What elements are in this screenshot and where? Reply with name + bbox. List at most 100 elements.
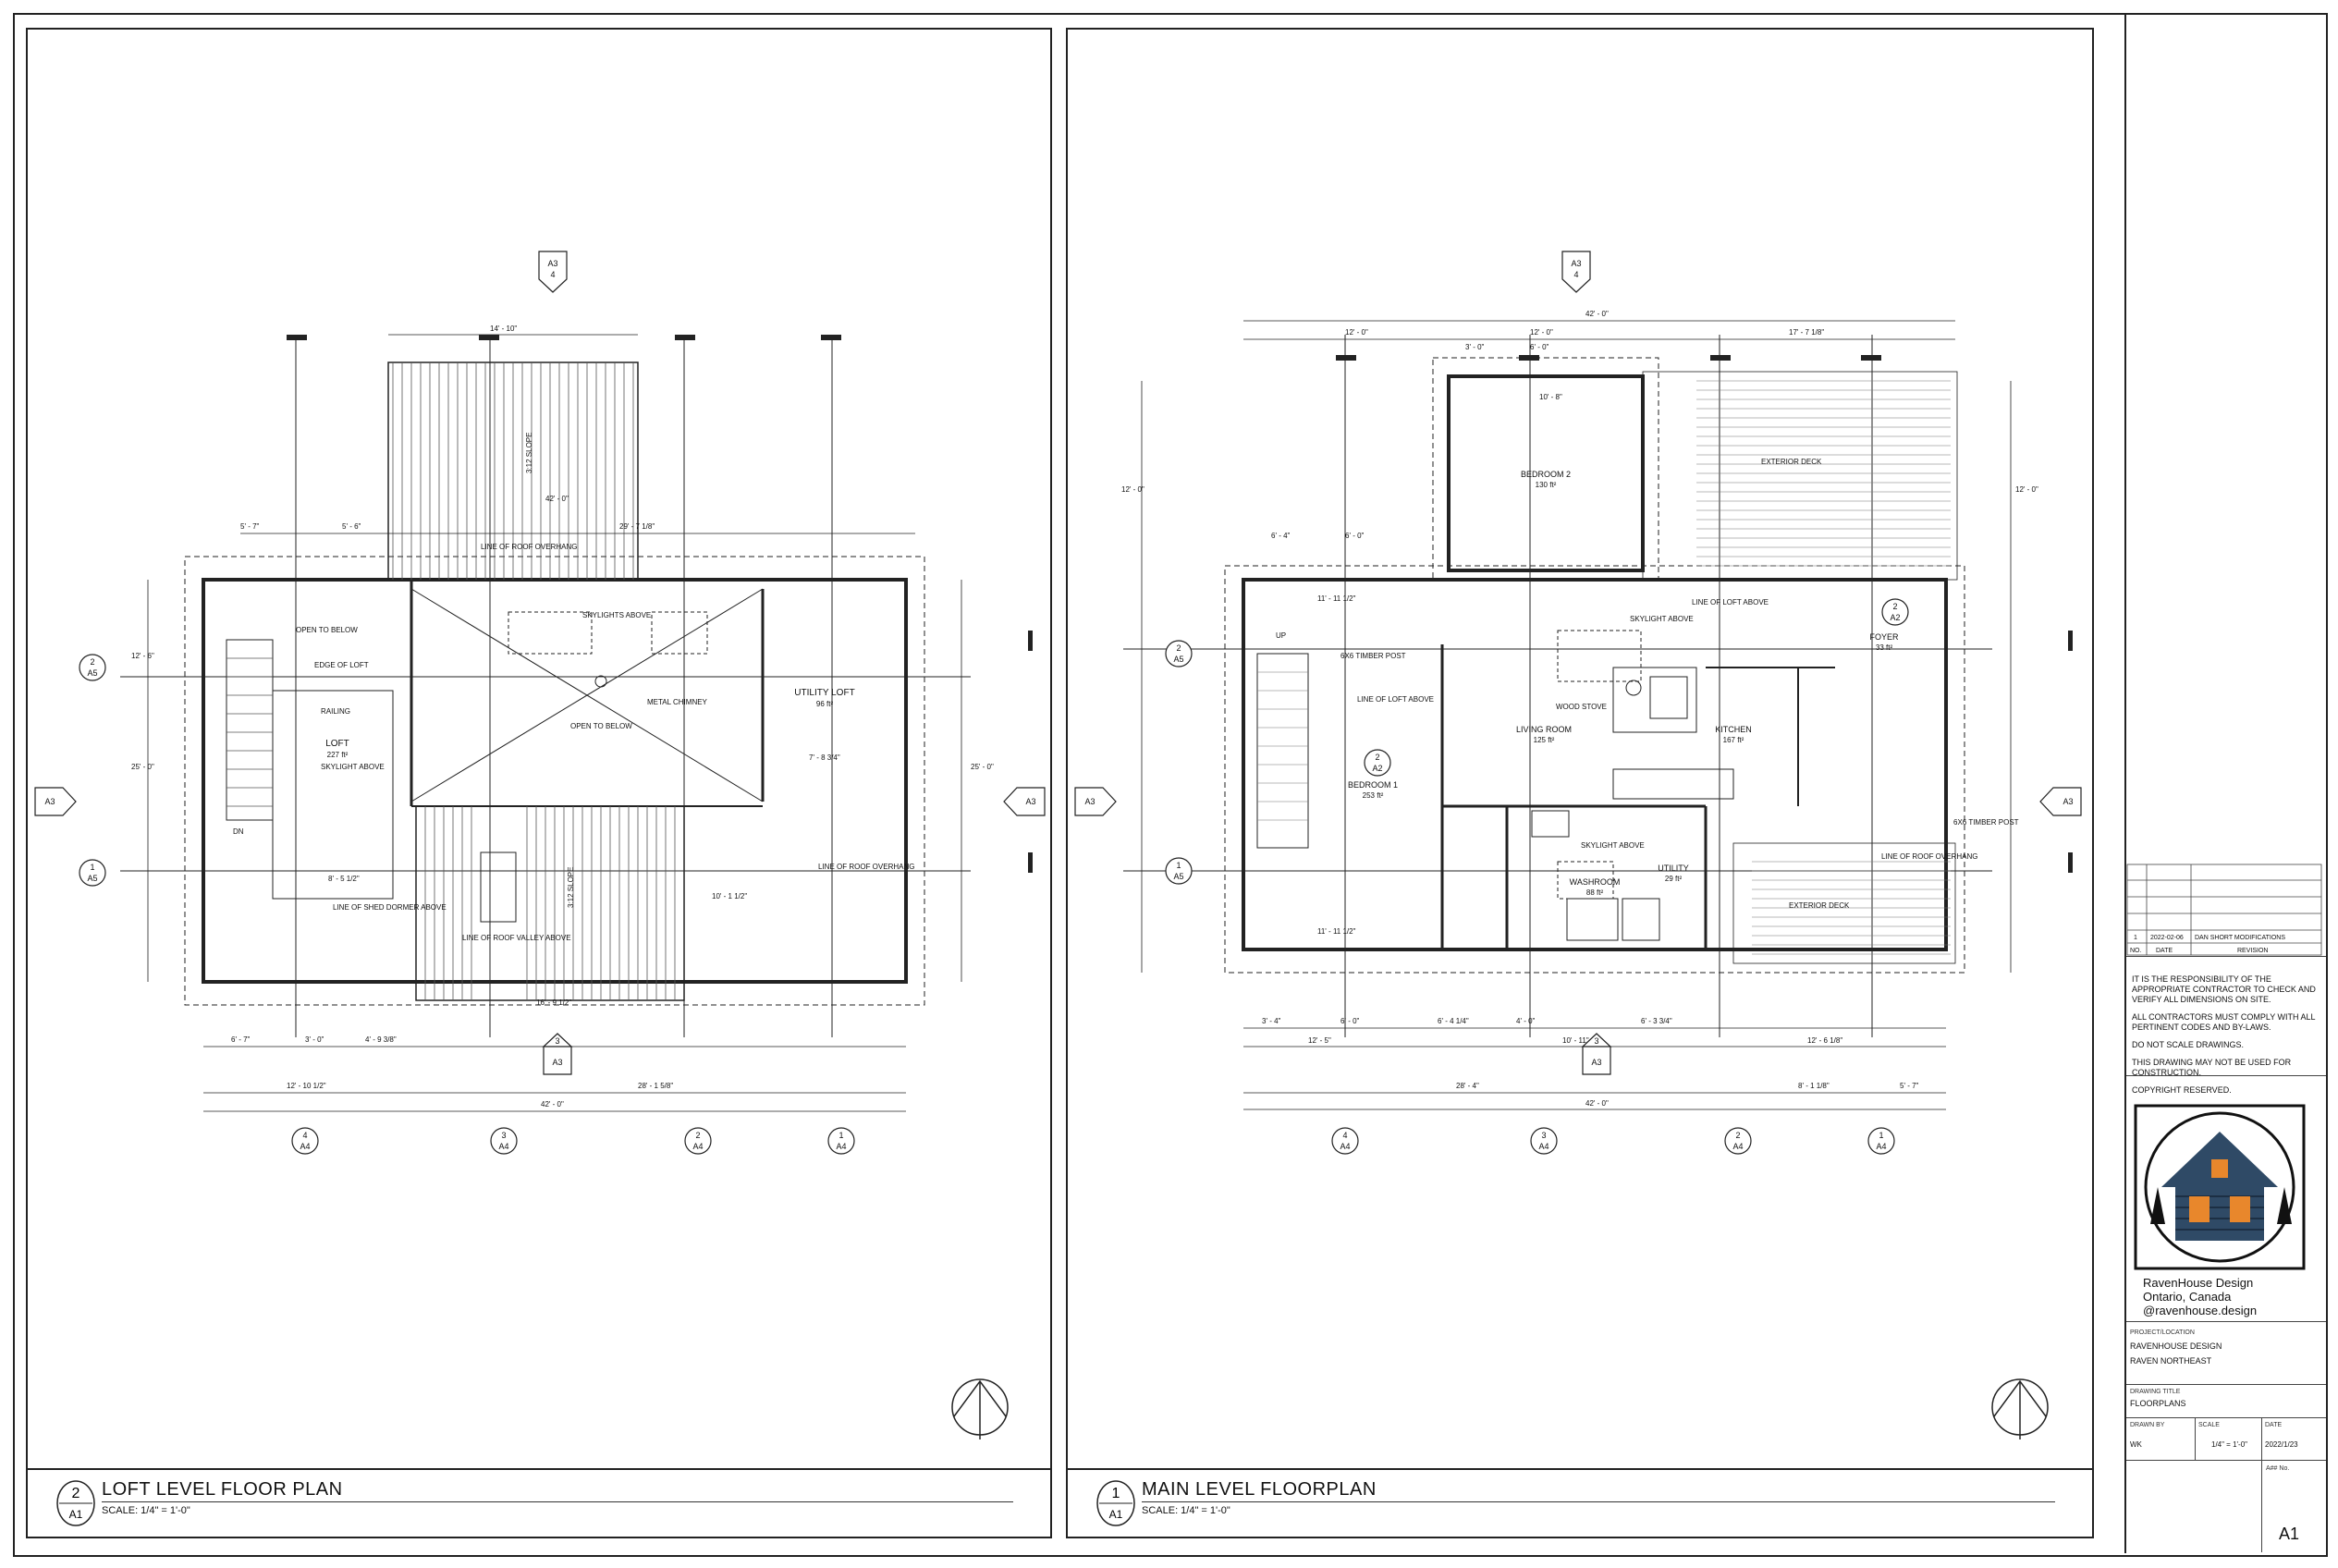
elevation-number: 3 xyxy=(501,1131,506,1140)
revision-header-date: DATE xyxy=(2156,948,2173,954)
room-area: 96 ft² xyxy=(816,700,834,708)
room-name: BEDROOM 2 xyxy=(1521,470,1571,479)
project-location: RAVEN NORTHEAST xyxy=(2130,1356,2212,1366)
plan-title: LOFT LEVEL FLOOR PLAN xyxy=(102,1479,343,1500)
dim: 42' - 0" xyxy=(545,495,569,503)
note: 6X6 TIMBER POST xyxy=(1340,652,1406,660)
dim: 25' - 0" xyxy=(971,763,994,771)
elevation-number: 4 xyxy=(302,1131,307,1140)
dim: 12' - 0" xyxy=(1530,328,1553,337)
elevation-number: 1 xyxy=(838,1131,843,1140)
section-label: A3 xyxy=(1084,797,1095,806)
section-label: A3 xyxy=(1591,1058,1601,1067)
callout-number: 2 xyxy=(1176,643,1181,653)
dim: 42' - 0" xyxy=(1585,1099,1609,1108)
dim: 5' - 7" xyxy=(240,522,260,531)
divider xyxy=(2261,1418,2262,1460)
elevation-sheet: A4 xyxy=(1538,1142,1548,1151)
elevation-sheet: A4 xyxy=(1876,1142,1886,1151)
room-name: UTILITY LOFT xyxy=(794,688,854,698)
dim: 7' - 8 3/4" xyxy=(809,753,840,762)
dim: 3' - 0" xyxy=(1465,343,1485,351)
revision-date: 2022-02-06 xyxy=(2150,935,2184,941)
drawing-sheet xyxy=(13,13,2328,1557)
company-name: RavenHouse Design xyxy=(2143,1276,2254,1290)
dim: 10' - 1 1/2" xyxy=(712,892,747,900)
note: EXTERIOR DECK xyxy=(1761,458,1822,466)
callout-number: 1 xyxy=(90,863,94,872)
dim: 28' - 1 5/8" xyxy=(638,1082,673,1090)
note: OPEN TO BELOW xyxy=(296,626,358,634)
section-number: 3 xyxy=(1594,1036,1598,1046)
drawing-number: 1 xyxy=(1112,1486,1120,1501)
elevation-number: 2 xyxy=(1735,1131,1740,1140)
section-number: 3 xyxy=(555,1036,559,1046)
dim: 12' - 6" xyxy=(131,652,154,660)
elevation-number: 1 xyxy=(1879,1131,1883,1140)
note: DN xyxy=(233,827,244,836)
room-name: BEDROOM 1 xyxy=(1348,780,1398,790)
project-location-block: PROJECT/LOCATION RAVENHOUSE DESIGN RAVEN… xyxy=(2126,1326,2326,1385)
dim: 11' - 11 1/2" xyxy=(1317,927,1356,936)
sheet-number: A1 xyxy=(2279,1525,2300,1543)
room-area: 88 ft² xyxy=(1586,888,1604,897)
dim: 6' - 0" xyxy=(1530,343,1549,351)
main-plan-drawing: 42' - 0" 12' - 0" 12' - 0" 17' - 7 1/8" … xyxy=(1074,251,2082,1439)
callout-sheet: A2 xyxy=(1372,764,1382,773)
dim: 11' - 11 1/2" xyxy=(1317,594,1356,603)
revision-header-revision: REVISION xyxy=(2237,948,2268,954)
dim: 10' - 11" xyxy=(1562,1036,1589,1045)
room-area: 253 ft² xyxy=(1363,791,1384,800)
note: UP xyxy=(1276,631,1286,640)
company-handle: @ravenhouse.design xyxy=(2143,1304,2258,1317)
project-location-label: PROJECT/LOCATION xyxy=(2130,1329,2195,1336)
room-name: FOYER xyxy=(1869,632,1899,642)
section-label: A3 xyxy=(1571,259,1581,268)
room-area: 227 ft² xyxy=(327,751,349,759)
elevation-sheet: A4 xyxy=(836,1142,846,1151)
note-text: COPYRIGHT RESERVED. xyxy=(2132,1085,2232,1095)
note: LINE OF LOFT ABOVE xyxy=(1692,598,1769,606)
note: 6X6 TIMBER POST xyxy=(1953,818,2019,827)
general-notes: IT IS THE RESPONSIBILITY OF THE APPROPRI… xyxy=(2126,965,2326,1095)
dim: 25' - 0" xyxy=(131,763,154,771)
dim: 3' - 4" xyxy=(1262,1017,1281,1025)
dim: 16' - 9 1/2" xyxy=(536,998,571,1007)
note: EXTERIOR DECK xyxy=(1789,901,1850,910)
company-block: RavenHouse Design Ontario, Canada @raven… xyxy=(2126,1095,2326,1322)
note: SKYLIGHTS ABOVE xyxy=(582,611,651,619)
callout-number: 1 xyxy=(1176,861,1181,870)
north-arrow-icon xyxy=(951,1378,1009,1439)
date-label: DATE xyxy=(2265,1422,2283,1428)
note: 3:12 SLOPE xyxy=(567,867,575,908)
dim: 42' - 0" xyxy=(1585,310,1609,318)
loft-plan-panel: 14' - 10" 5' - 7" 5' - 6" 29' - 7 1/8" 4… xyxy=(26,28,1052,1538)
callout-sheet: A2 xyxy=(1890,613,1900,622)
drawing-info-row: DRAWN BY WK SCALE 1/4" = 1'-0" DATE 2022… xyxy=(2126,1418,2326,1461)
main-plan-panel: 42' - 0" 12' - 0" 12' - 0" 17' - 7 1/8" … xyxy=(1066,28,2094,1538)
note: LINE OF ROOF OVERHANG xyxy=(818,863,914,871)
section-label: A3 xyxy=(44,797,55,806)
note-text: IT IS THE RESPONSIBILITY OF THE APPROPRI… xyxy=(2132,974,2316,1004)
drawing-number: 2 xyxy=(72,1486,80,1501)
dim: 12' - 6 1/8" xyxy=(1807,1036,1842,1045)
section-label: A3 xyxy=(547,259,557,268)
callout-number: 2 xyxy=(90,657,94,667)
note: LINE OF ROOF OVERHANG xyxy=(481,543,577,551)
elevation-number: 4 xyxy=(1342,1131,1347,1140)
callout-sheet: A5 xyxy=(87,668,97,678)
callout-sheet: A5 xyxy=(1173,655,1183,664)
note-text: ALL CONTRACTORS MUST COMPLY WITH ALL PER… xyxy=(2132,1012,2316,1032)
drawing-title: FLOORPLANS xyxy=(2130,1399,2186,1408)
callout-sheet: A5 xyxy=(87,874,97,883)
note: RAILING xyxy=(321,707,350,716)
scale-label: SCALE xyxy=(2198,1422,2220,1428)
dim-14-10: 14' - 10" xyxy=(490,325,517,333)
note: WOOD STOVE xyxy=(1556,703,1607,711)
room-name: UTILITY xyxy=(1658,864,1689,873)
sheet-number-label: A## No. xyxy=(2266,1465,2290,1472)
dim: 8' - 1 1/8" xyxy=(1798,1082,1830,1090)
elevation-sheet: A4 xyxy=(498,1142,508,1151)
dim: 8' - 5 1/2" xyxy=(328,875,360,883)
callout-sheet: A5 xyxy=(1173,872,1183,881)
